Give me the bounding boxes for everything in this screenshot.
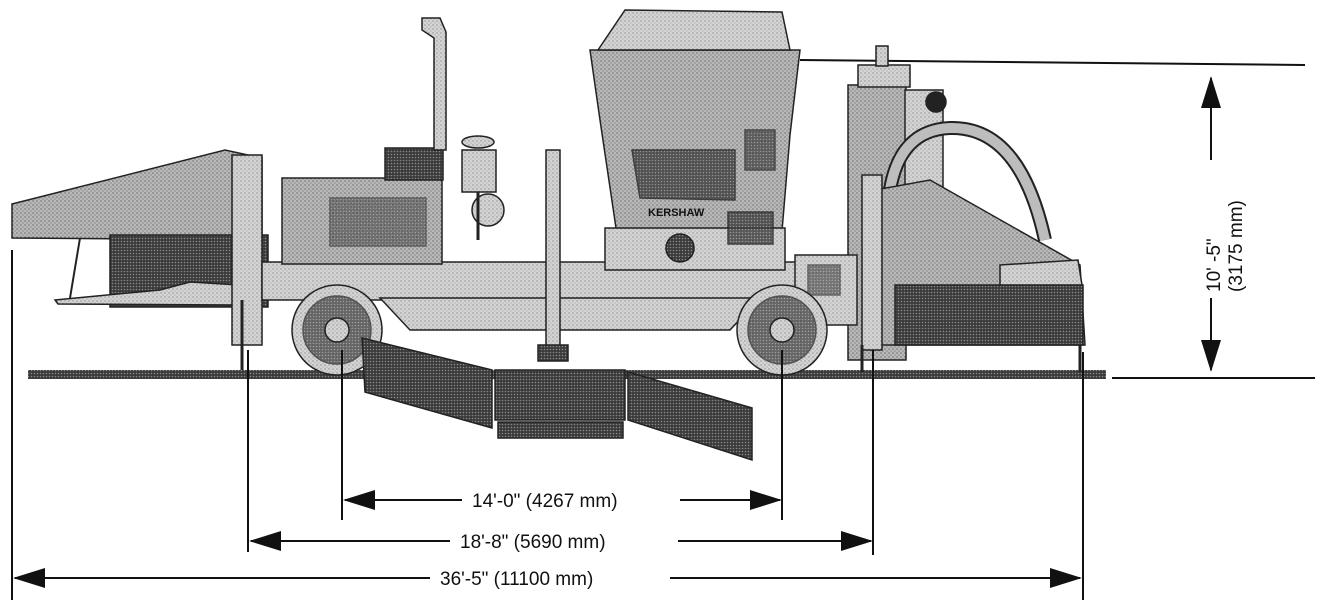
rear-wheel [736,284,828,376]
dimension-extension-lines [11,250,1084,600]
cab-roof [596,9,791,51]
track-span-dimension: 18'-8" (5690 mm) [249,526,873,554]
overall-length-dimension: 36'-5" (11100 mm) [13,563,1082,591]
height-dimension: 10' -5" (3175 mm) [1196,76,1247,372]
cab-window [631,149,736,201]
engine-top-box [384,147,444,181]
overall-length-label: 36'-5" (11100 mm) [440,569,593,590]
machine-body: KERSHAW [11,9,1086,462]
track-span-label: 18'-8" (5690 mm) [460,532,606,553]
height-metric-label: (3175 mm) [1226,200,1247,292]
brush-undercutter-assembly [361,337,753,462]
rail-ground-line [28,370,1315,379]
exhaust-stack [421,17,447,151]
center-frame-belly [378,297,762,331]
brand-label: KERSHAW [648,207,705,219]
air-cleaner [461,149,497,193]
front-wheel [291,284,383,376]
wheelbase-label: 14'-0" (4267 mm) [472,491,618,512]
wheelbase-dimension: 14'-0" (4267 mm) [343,485,782,513]
rear-housing-dark-panel [894,284,1084,346]
center-lift-column [545,149,561,361]
front-hood [11,149,263,241]
height-imperial-label: 10' -5" [1204,238,1225,292]
